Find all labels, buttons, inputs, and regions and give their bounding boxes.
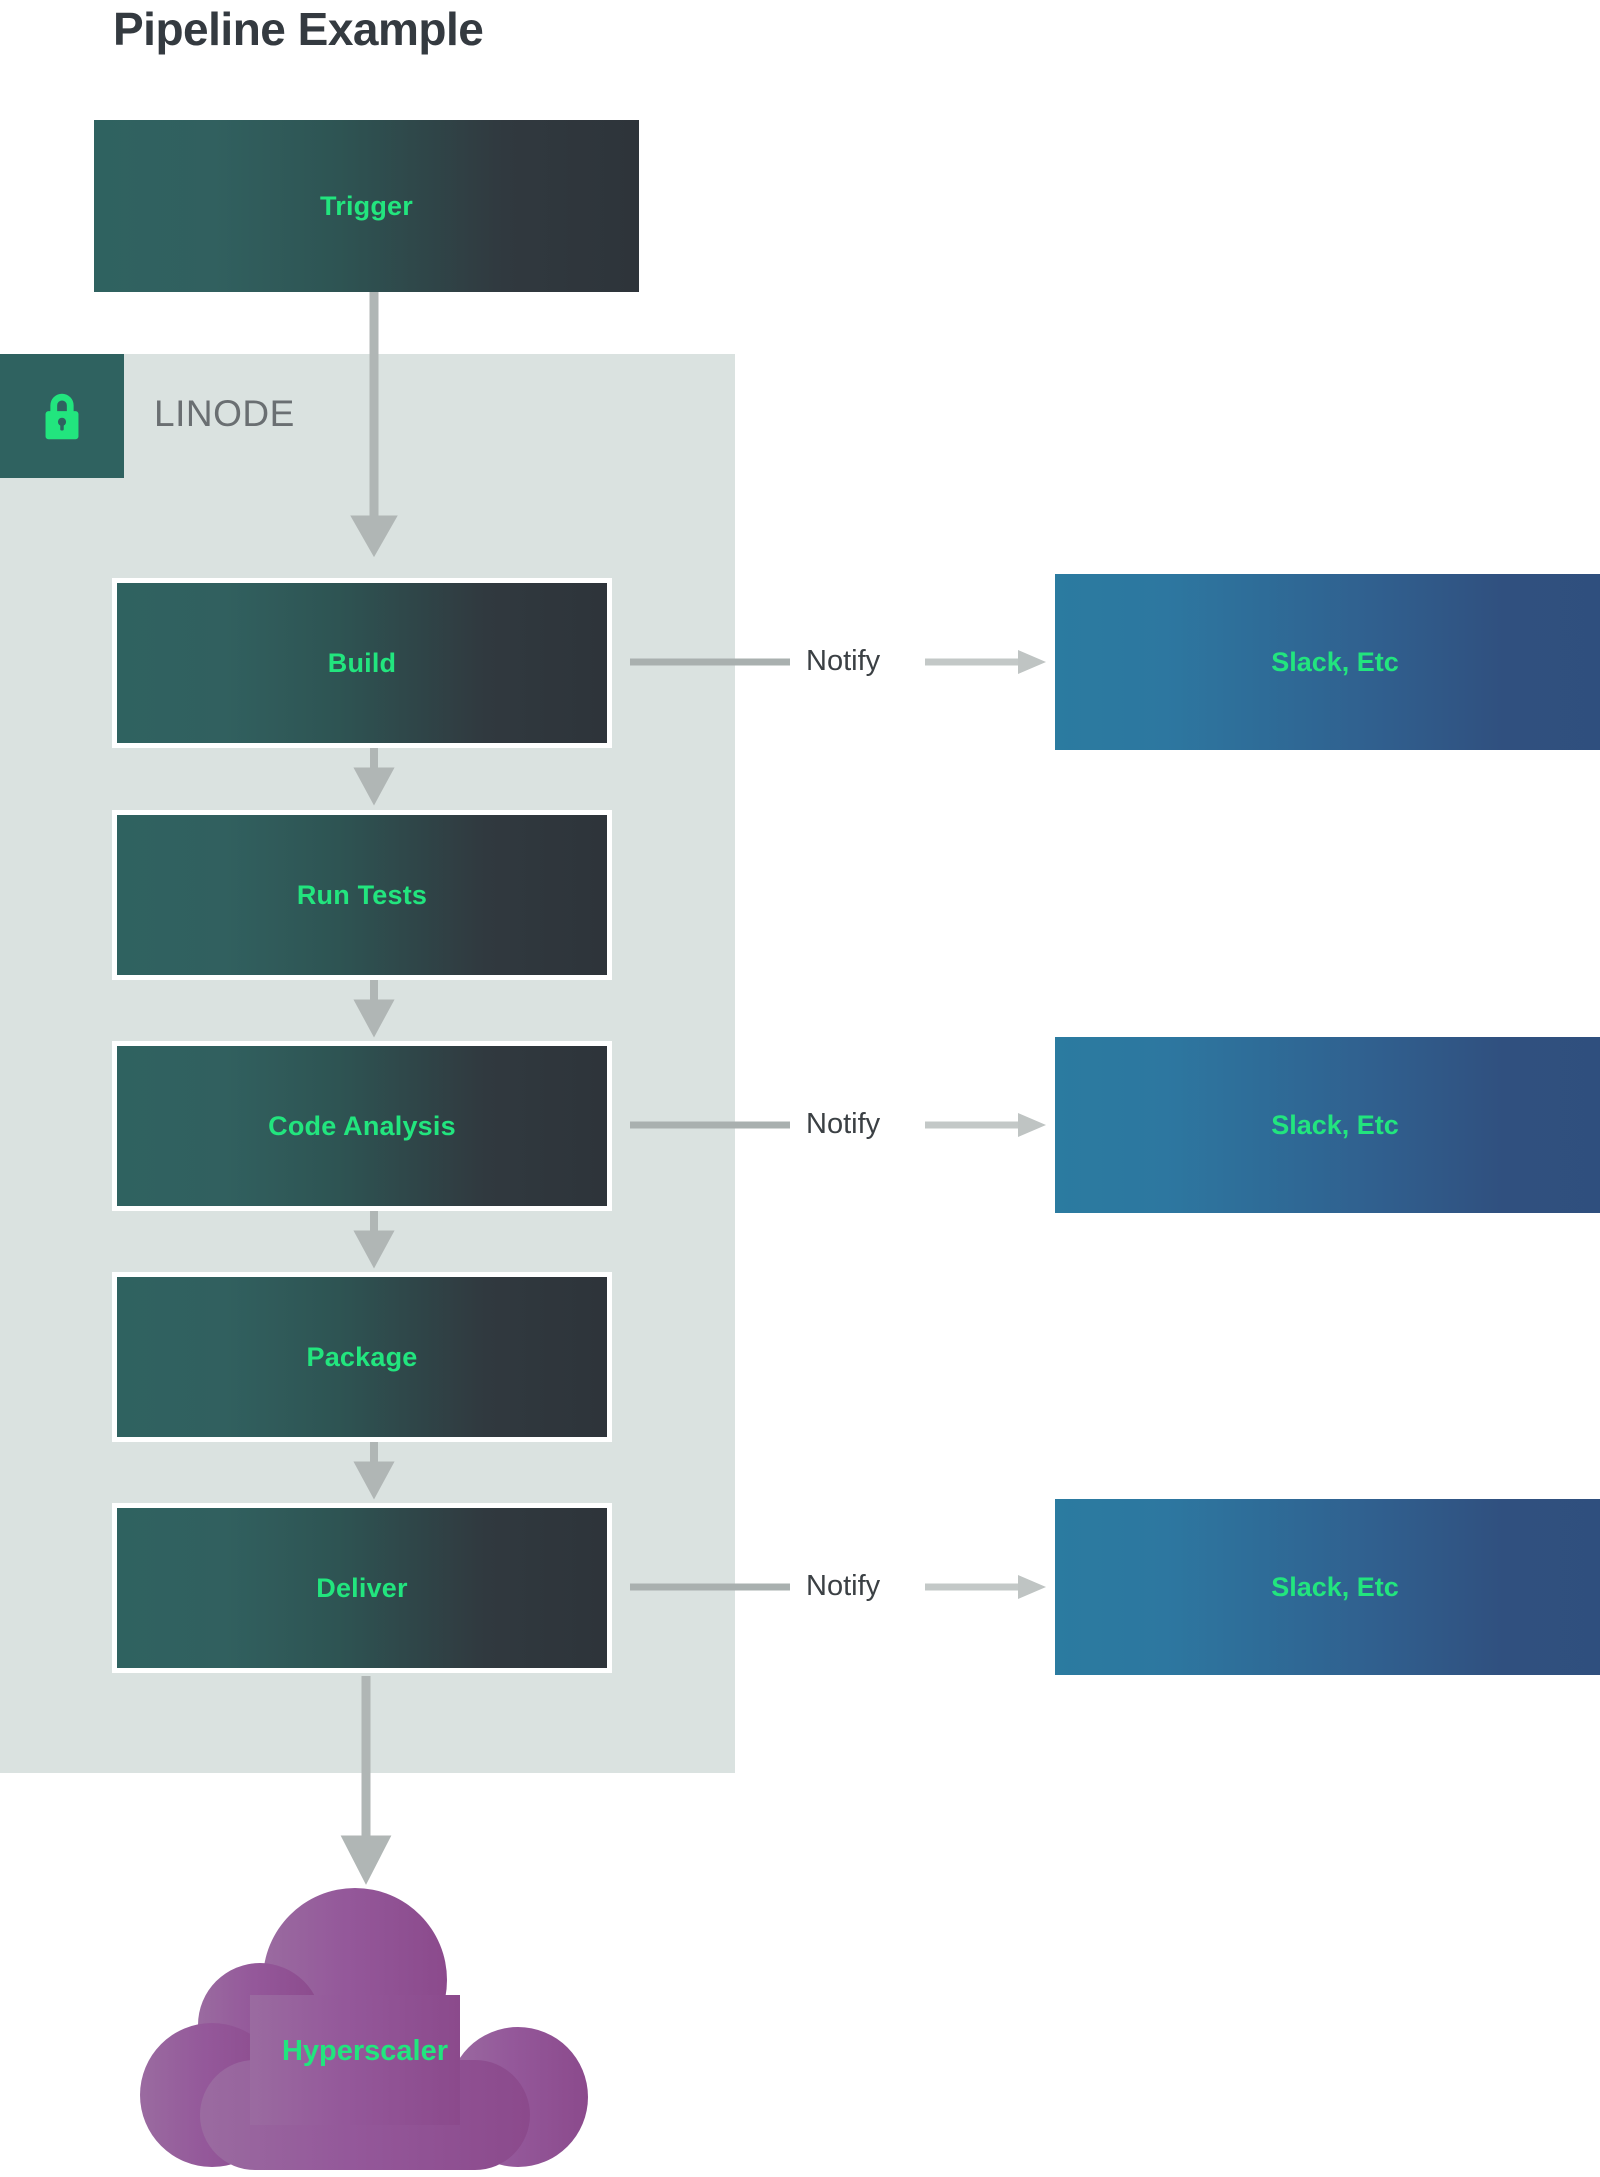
stage-label-run-tests: Run Tests	[296, 879, 428, 910]
stage-box-code-analysis[interactable]: Code Analysis	[112, 1041, 612, 1211]
lock-icon	[31, 385, 93, 447]
notify-target-label-build: Slack, Etc	[1271, 646, 1399, 677]
notify-target-build[interactable]: Slack, Etc	[1055, 574, 1600, 750]
destination-cloud[interactable]: Hyperscaler	[140, 1885, 590, 2170]
stage-label-code-analysis: Code Analysis	[268, 1110, 456, 1141]
stage-label-package: Package	[306, 1341, 418, 1372]
edge-label-notify-deliver: Notify	[806, 1570, 881, 1602]
stage-box-deliver[interactable]: Deliver	[112, 1503, 612, 1673]
stage-box-package[interactable]: Package	[112, 1272, 612, 1442]
edge-label-notify-code-analysis: Notify	[806, 1108, 881, 1140]
notify-target-code-analysis[interactable]: Slack, Etc	[1055, 1037, 1600, 1213]
linode-group-badge	[0, 354, 124, 478]
stage-box-build[interactable]: Build	[112, 578, 612, 748]
notify-target-deliver[interactable]: Slack, Etc	[1055, 1499, 1600, 1675]
stage-box-trigger[interactable]: Trigger	[94, 120, 639, 292]
stage-label-trigger: Trigger	[320, 190, 413, 221]
edge-label-notify-build: Notify	[806, 645, 881, 677]
linode-group-label: LINODE	[154, 393, 295, 434]
stage-label-deliver: Deliver	[316, 1572, 408, 1603]
notify-target-label-deliver: Slack, Etc	[1271, 1571, 1399, 1602]
notify-target-label-code-analysis: Slack, Etc	[1271, 1109, 1399, 1140]
stage-label-build: Build	[327, 647, 397, 678]
page-title: Pipeline Example	[113, 3, 484, 55]
stage-box-run-tests[interactable]: Run Tests	[112, 810, 612, 980]
